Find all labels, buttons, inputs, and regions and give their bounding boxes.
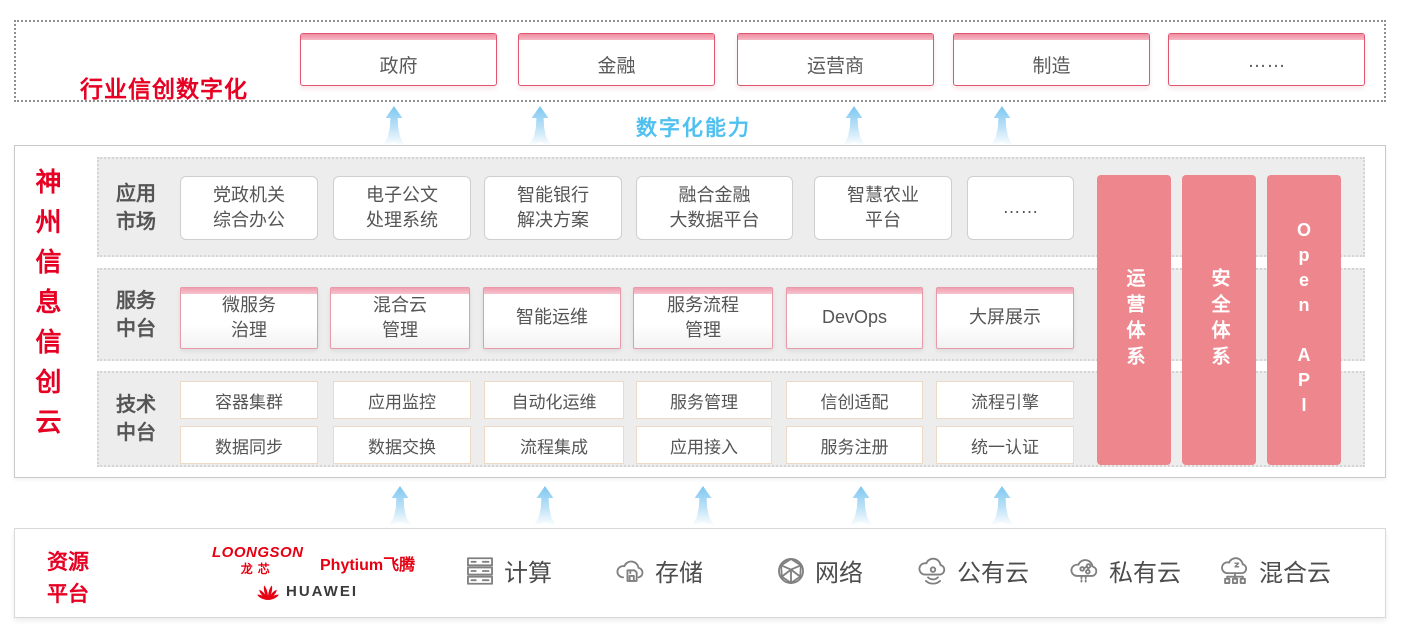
resource-item-network: 网络 bbox=[774, 553, 863, 588]
industry-label: …… bbox=[1247, 51, 1286, 72]
compute-icon bbox=[467, 556, 493, 585]
service-box: 大屏展示 bbox=[936, 287, 1074, 349]
tech-box: 数据同步 bbox=[180, 426, 318, 464]
huawei-logo: HUAWEI bbox=[256, 581, 358, 601]
tech-box: 服务管理 bbox=[636, 381, 772, 419]
industry-label: 运营商 bbox=[806, 56, 864, 77]
open-api-bar: Open API bbox=[1267, 175, 1341, 465]
operation-system-bar-label: 运营体系 bbox=[1123, 268, 1145, 372]
service-box: 混合云 管理 bbox=[330, 287, 470, 349]
tech-box: 流程引擎 bbox=[936, 381, 1074, 419]
resource-section bbox=[14, 528, 1386, 618]
public-cloud-icon bbox=[918, 557, 946, 585]
service-box: 微服务 治理 bbox=[180, 287, 318, 349]
platform-vertical-title: 神州信息信创云 bbox=[32, 168, 62, 448]
resource-item-label: 私有云 bbox=[1109, 560, 1181, 587]
security-system-bar: 安全体系 bbox=[1182, 175, 1256, 465]
huawei-flower-icon bbox=[257, 585, 279, 600]
industry-box-government: 政府 bbox=[300, 33, 497, 86]
huawei-logo-text: HUAWEI bbox=[286, 582, 358, 600]
up-arrow-icon bbox=[388, 486, 412, 526]
storage-icon bbox=[616, 560, 644, 582]
phytium-logo: Phytium飞腾 bbox=[320, 557, 416, 574]
service-box: 智能运维 bbox=[483, 287, 621, 349]
up-arrow-icon bbox=[528, 106, 552, 146]
industry-section: 行业信创数字化 bbox=[14, 20, 1386, 102]
industry-section-title: 行业信创数字化 bbox=[80, 76, 248, 102]
industry-box-manufacturing: 制造 bbox=[953, 33, 1150, 86]
up-arrow-icon bbox=[382, 106, 406, 146]
resource-item-label: 存储 bbox=[655, 560, 703, 587]
loongson-logo: LOONGSON 龙芯 bbox=[212, 544, 304, 577]
open-api-bar-label: Open API bbox=[1294, 220, 1314, 420]
up-arrow-icon bbox=[691, 486, 715, 526]
tech-box: 统一认证 bbox=[936, 426, 1074, 464]
industry-label: 金融 bbox=[597, 56, 636, 77]
service-middle-label: 服务 中台 bbox=[116, 290, 156, 340]
tech-box: 应用监控 bbox=[333, 381, 471, 419]
tech-box: 自动化运维 bbox=[484, 381, 624, 419]
app-box: 融合金融 大数据平台 bbox=[636, 176, 793, 240]
resource-item-hybrid-cloud: 混合云 bbox=[1218, 553, 1331, 588]
up-arrow-icon bbox=[849, 486, 873, 526]
up-arrow-icon bbox=[990, 106, 1014, 146]
resource-item-private-cloud: 私有云 bbox=[1068, 553, 1181, 588]
tech-box: 服务注册 bbox=[786, 426, 923, 464]
loongson-logo-text: LOONGSON bbox=[212, 544, 304, 561]
tech-box: 信创适配 bbox=[786, 381, 923, 419]
industry-box-finance: 金融 bbox=[518, 33, 715, 86]
app-box: 智能银行 解决方案 bbox=[484, 176, 622, 240]
hybrid-cloud-icon bbox=[1221, 556, 1248, 584]
tech-box: 应用接入 bbox=[636, 426, 772, 464]
service-box: DevOps bbox=[786, 287, 923, 349]
app-box: 电子公文 处理系统 bbox=[333, 176, 471, 240]
app-box: 智慧农业 平台 bbox=[814, 176, 952, 240]
tech-box: 容器集群 bbox=[180, 381, 318, 419]
resource-item-label: 公有云 bbox=[957, 560, 1029, 587]
tech-box: 流程集成 bbox=[484, 426, 624, 464]
app-box-more: …… bbox=[967, 176, 1074, 240]
app-box: 党政机关 综合办公 bbox=[180, 176, 318, 240]
resource-item-label: 计算 bbox=[504, 560, 552, 587]
loongson-logo-subtext: 龙芯 bbox=[240, 562, 275, 576]
service-box: 服务流程 管理 bbox=[633, 287, 773, 349]
up-arrow-icon bbox=[990, 486, 1014, 526]
tech-box: 数据交换 bbox=[333, 426, 471, 464]
app-market-label: 应用 市场 bbox=[116, 183, 156, 233]
industry-box-operator: 运营商 bbox=[737, 33, 934, 86]
resource-item-public-cloud: 公有云 bbox=[916, 553, 1029, 588]
up-arrow-icon bbox=[533, 486, 557, 526]
industry-label: 政府 bbox=[379, 56, 418, 77]
up-arrow-icon bbox=[842, 106, 866, 146]
private-cloud-icon bbox=[1070, 558, 1098, 583]
resource-item-storage: 存储 bbox=[614, 553, 703, 588]
operation-system-bar: 运营体系 bbox=[1097, 175, 1171, 465]
resource-item-label: 混合云 bbox=[1259, 560, 1331, 587]
tech-middle-label: 技术 中台 bbox=[116, 394, 156, 444]
digital-capability-label: 数字化能力 bbox=[636, 117, 751, 140]
network-icon bbox=[778, 557, 804, 584]
resource-item-label: 网络 bbox=[815, 560, 863, 587]
industry-box-more: …… bbox=[1168, 33, 1365, 86]
resource-item-compute: 计算 bbox=[463, 553, 552, 588]
resource-section-label: 资源 平台 bbox=[47, 551, 89, 606]
security-system-bar-label: 安全体系 bbox=[1208, 268, 1230, 372]
industry-label: 制造 bbox=[1032, 56, 1071, 77]
